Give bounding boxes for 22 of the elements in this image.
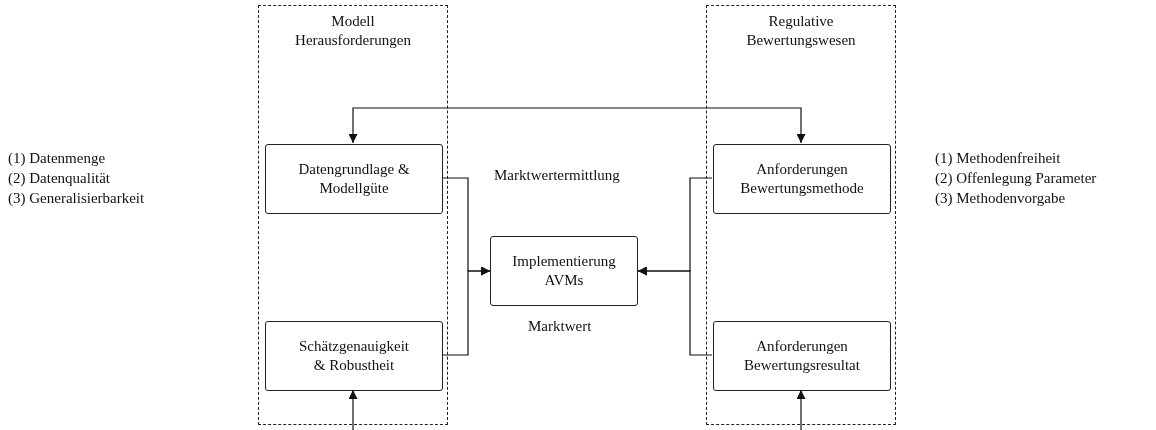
arrow [348,389,358,430]
list-item: (1) Methodenfreiheit [935,150,1061,167]
arrow [637,266,713,356]
annotation-text: Marktwert [528,318,592,335]
arrow [441,266,491,356]
group-title: Modell Herausforderungen [294,12,412,50]
group-title: Regulative Bewertungswesen [745,12,857,50]
process-box: Anforderungen Bewertungsmethode [713,144,891,214]
process-box: Schätzgenauigkeit & Robustheit [265,321,443,391]
process-box: Datengrundlage & Modellgüte [265,144,443,214]
arrow [348,107,806,144]
list-item: (2) Datenqualität [8,170,111,187]
dashed-group-frame [258,5,448,425]
list-item: (3) Generalisierbarkeit [8,190,145,207]
annotation-text: Marktwertermittlung [494,167,620,184]
process-box: Implementierung AVMs [490,236,638,306]
process-box: Anforderungen Bewertungsresultat [713,321,891,391]
list-item: (3) Methodenvorgabe [935,190,1066,207]
list-item: (2) Offenlegung Parameter [935,170,1097,187]
arrow [796,389,806,430]
list-item: (1) Datenmenge [8,150,106,167]
dashed-group-frame [706,5,896,425]
